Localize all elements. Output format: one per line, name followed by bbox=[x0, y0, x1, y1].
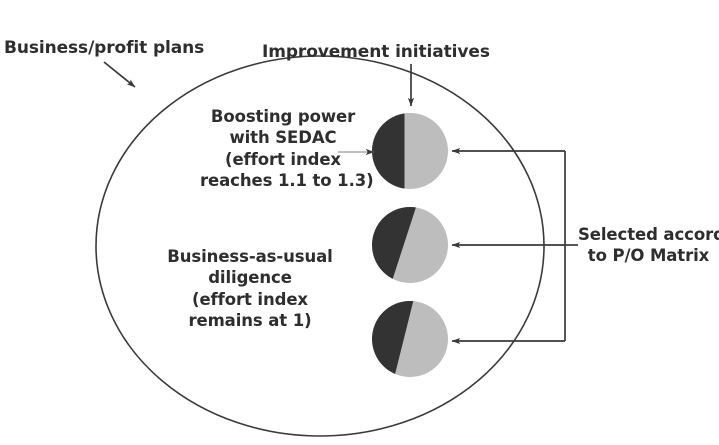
pie-middle-dark-sector bbox=[372, 207, 419, 283]
pie-bottom bbox=[372, 301, 448, 377]
pie-top-dark-sector bbox=[372, 113, 405, 189]
label-business-as-usual-diligence: Business-as-usual diligence (effort inde… bbox=[167, 247, 333, 331]
label-boosting-power-with-sedac: Boosting power with SEDAC (effort index … bbox=[200, 107, 374, 191]
pie-bottom-dark-sector bbox=[372, 301, 416, 377]
label-selected-according-to-po-matrix: Selected according to P/O Matrix bbox=[578, 225, 719, 266]
business-envelope-ellipse bbox=[95, 55, 545, 437]
pie-middle bbox=[372, 207, 448, 283]
arrow-business-profit-plans-to-ellipse bbox=[103, 61, 136, 88]
label-improvement-initiatives: Improvement initiatives bbox=[262, 42, 490, 62]
label-business-profit-plans: Business/profit plans bbox=[4, 38, 205, 58]
pie-top bbox=[372, 113, 448, 189]
